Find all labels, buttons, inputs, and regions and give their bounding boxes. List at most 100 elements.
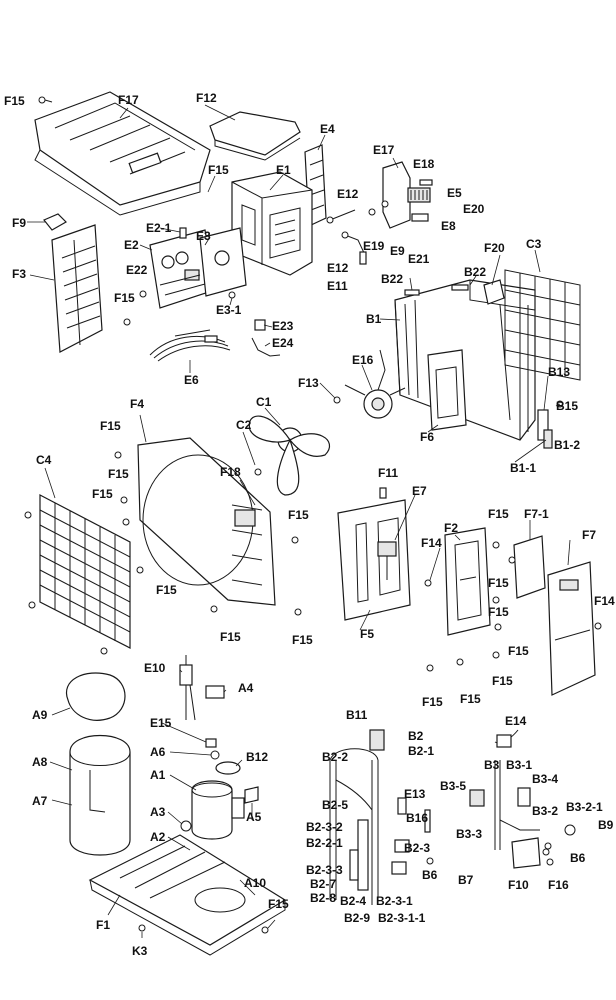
label-f5: F5 [360, 627, 374, 641]
label-b2-2-1: B2-2-1 [306, 836, 343, 850]
label-a4: A4 [238, 681, 254, 695]
nut-a6 [210, 750, 220, 760]
label-e12: E12 [337, 187, 359, 201]
label-b13: B13 [548, 365, 570, 379]
label-e3-1: E3-1 [216, 303, 242, 317]
label-a1: A1 [150, 768, 166, 782]
label-f6: F6 [420, 430, 434, 444]
label-e8: E8 [441, 219, 456, 233]
label-b3-4: B3-4 [532, 772, 558, 786]
label-b2-3-2: B2-3-2 [306, 820, 343, 834]
side-screws [424, 541, 602, 672]
label-a10: A10 [244, 876, 266, 890]
label-f15: F15 [156, 583, 177, 597]
cover-f7-1-part [513, 535, 546, 599]
label-e9: E9 [390, 244, 405, 258]
label-b22: B22 [464, 265, 486, 279]
label-e21: E21 [408, 252, 430, 266]
label-f1: F1 [96, 918, 110, 932]
label-f20: F20 [484, 241, 505, 255]
label-f15: F15 [92, 487, 113, 501]
label-a7: A7 [32, 794, 48, 808]
valve-b2-3-part [391, 839, 410, 875]
label-e15: E15 [150, 716, 172, 730]
label-b2-4: B2-4 [340, 894, 366, 908]
base-plate-part [88, 834, 287, 956]
label-b3-1: B3-1 [506, 758, 532, 772]
label-f15: F15 [488, 576, 509, 590]
front-grille-part [39, 494, 131, 649]
label-f15: F15 [492, 674, 513, 688]
label-f11: F11 [378, 466, 398, 480]
label-a3: A3 [150, 805, 166, 819]
clip-part [43, 213, 67, 231]
label-c3: C3 [526, 237, 542, 251]
label-e4: E4 [320, 122, 335, 136]
sensor-e12-part [326, 209, 367, 265]
compressor-a1-part [191, 780, 245, 840]
label-b2-3-3: B2-3-3 [306, 863, 343, 877]
screw-f13 [333, 396, 341, 404]
label-b3-3: B3-3 [456, 827, 482, 841]
label-e2: E2 [124, 238, 139, 252]
strainer-b16-part [424, 809, 431, 833]
label-b1-1: B1-1 [510, 461, 536, 475]
sensor-e24-part [251, 337, 281, 357]
grille-screws [24, 451, 302, 655]
label-b1: B1 [366, 312, 382, 326]
label-b2-2: B2-2 [322, 750, 348, 764]
label-a5: A5 [246, 810, 262, 824]
label-f15: F15 [460, 692, 481, 706]
nut-b6-center [426, 857, 434, 865]
strainer-b3-5-part [469, 789, 485, 807]
label-f15: F15 [422, 695, 443, 709]
cap-b9 [564, 824, 576, 836]
label-b6: B6 [570, 851, 586, 865]
label-e17: E17 [373, 143, 395, 157]
control-box-part [231, 171, 313, 276]
label-e20: E20 [463, 202, 485, 216]
label-e12: E12 [327, 261, 349, 275]
label-b11: B11 [346, 708, 368, 722]
label-k3: K3 [132, 944, 148, 958]
cover-plate-part [209, 111, 301, 161]
label-b15: B15 [556, 399, 578, 413]
label-c1: C1 [256, 395, 272, 409]
top-cap-a9-part [65, 672, 126, 721]
pcb-part [149, 229, 216, 309]
label-f15: F15 [108, 467, 129, 481]
label-e3: E3 [196, 229, 211, 243]
side-panel-f2-part [444, 527, 491, 636]
sensor-e23-part [254, 319, 266, 331]
label-b2-7: B2-7 [310, 877, 336, 891]
callout-labels: F15 F17 F12 E4 E1 F15 E17 E18 E5 E20 E8 … [4, 91, 615, 958]
label-e6: E6 [184, 373, 199, 387]
bracket-f20-part [483, 279, 505, 305]
screw-k3 [138, 924, 146, 932]
sensor-b1-2-part [543, 429, 553, 449]
top-panel-part [34, 91, 211, 216]
label-b2-3-1-1: B2-3-1-1 [378, 911, 426, 925]
label-f14: F14 [421, 536, 442, 550]
stop-valve-f10-part [511, 837, 554, 869]
label-f14: F14 [594, 594, 615, 608]
connector-e15-part [205, 738, 217, 748]
label-b2-3: B2-3 [404, 841, 430, 855]
screw-e3-1 [228, 291, 236, 299]
label-f15: F15 [4, 94, 25, 108]
label-b6: B6 [422, 868, 438, 882]
label-f15: F15 [220, 630, 241, 644]
label-e16: E16 [352, 353, 374, 367]
label-b2-1: B2-1 [408, 744, 434, 758]
label-c2: C2 [236, 418, 252, 432]
fan-motor-part [344, 349, 406, 419]
muffler-b11-part [369, 729, 385, 751]
label-b2-5: B2-5 [322, 798, 348, 812]
side-grille-part [51, 224, 103, 353]
label-a8: A8 [32, 755, 48, 769]
label-e13: E13 [404, 787, 426, 801]
label-e18: E18 [413, 157, 435, 171]
label-f10: F10 [508, 878, 529, 892]
nut-b6-right [544, 842, 552, 850]
label-c4: C4 [36, 453, 52, 467]
